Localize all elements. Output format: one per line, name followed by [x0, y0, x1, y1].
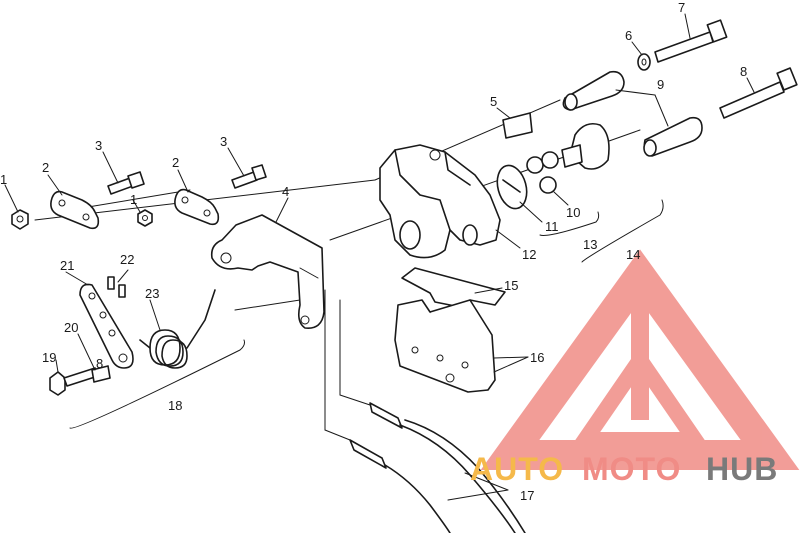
callout-7: 7: [678, 0, 685, 15]
callout-19: 19: [42, 350, 56, 365]
link-part-2-right: [174, 188, 220, 226]
nut-part-1-middle: [137, 209, 153, 227]
washer-part-6: [637, 53, 651, 71]
callout-2-left: 2: [42, 160, 49, 175]
ramp-disc-part-11: [496, 164, 528, 210]
callout-labels: 1 1 2 2 3 3 4 5 6 7 8 8 9 10 11 12 13 14…: [0, 0, 747, 503]
pins-part-22: [107, 276, 126, 298]
link-part-2-left: [50, 190, 100, 230]
bolt-part-19: [49, 367, 99, 396]
shim-part-5: [502, 112, 533, 139]
callout-8-bottom: 8: [96, 356, 103, 371]
callout-12: 12: [522, 247, 536, 262]
callout-22: 22: [120, 252, 134, 267]
callout-18: 18: [168, 398, 182, 413]
sleeve-part-9-upper: [562, 70, 625, 111]
balls-part-10: [526, 151, 559, 194]
watermark-text: AUTO MOTO HUB: [470, 451, 778, 487]
bolt-part-8: [719, 67, 798, 119]
sleeve-part-9-lower: [643, 116, 703, 157]
leader-lines: [4, 13, 755, 501]
callout-17: 17: [520, 488, 534, 503]
return-spring-part-23: [139, 289, 216, 369]
callout-3-right: 3: [220, 134, 227, 149]
watermark-moto: MOTO: [582, 451, 681, 487]
callout-4: 4: [282, 184, 289, 199]
caliper-housing-part-12: [379, 144, 501, 259]
brake-pads-part-16: [394, 299, 496, 393]
callout-1-left: 1: [0, 172, 7, 187]
callout-5: 5: [490, 94, 497, 109]
watermark-auto: AUTO: [470, 451, 564, 487]
bracket-part-4: [210, 214, 325, 329]
callout-2-right: 2: [172, 155, 179, 170]
callout-13: 13: [583, 237, 597, 252]
callout-11: 11: [545, 219, 559, 234]
nut-part-1-left: [11, 209, 29, 230]
bolt-part-7: [654, 19, 728, 63]
callout-14: 14: [626, 247, 640, 262]
callout-3-left: 3: [95, 138, 102, 153]
group-brackets: [69, 199, 664, 429]
callout-1-middle: 1: [130, 192, 137, 207]
callout-6: 6: [625, 28, 632, 43]
callout-9: 9: [657, 77, 664, 92]
callout-20: 20: [64, 320, 78, 335]
actuator-cam-part-14: [561, 122, 610, 170]
lever-arm-part-21: [79, 283, 134, 369]
callout-15: 15: [504, 278, 518, 293]
callout-21: 21: [60, 258, 74, 273]
callout-10: 10: [566, 205, 580, 220]
watermark-hub: HUB: [706, 451, 778, 487]
callout-16: 16: [530, 350, 544, 365]
bolt-part-3-right: [231, 164, 267, 189]
bolt-part-3-left: [107, 171, 145, 195]
callout-8-top: 8: [740, 64, 747, 79]
callout-23: 23: [145, 286, 159, 301]
washer-part-20: [91, 365, 111, 383]
watermark-logo: [480, 249, 800, 470]
